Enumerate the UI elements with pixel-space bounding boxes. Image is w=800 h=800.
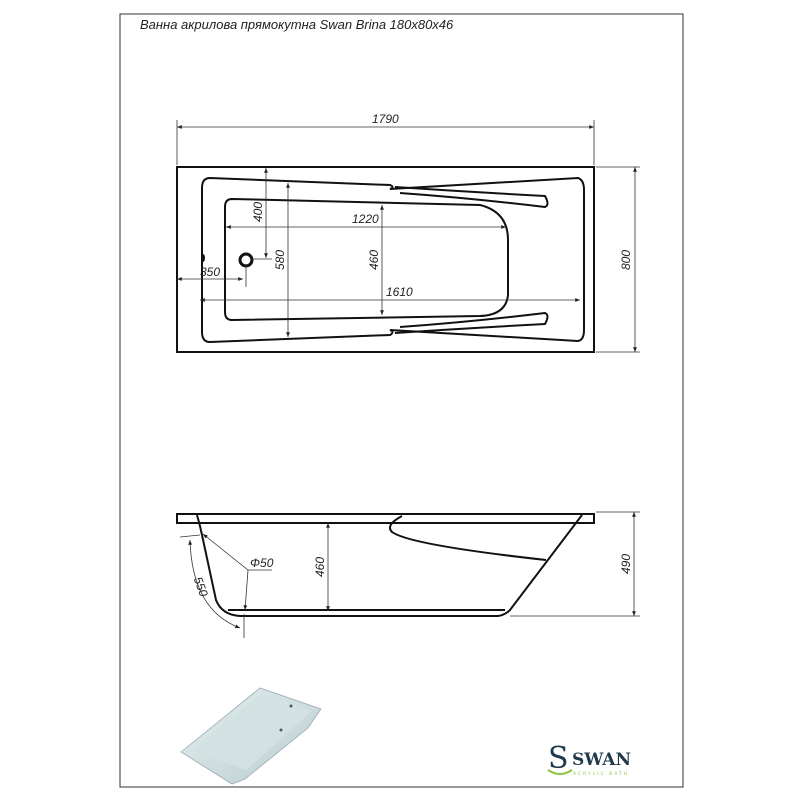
dim-drain-y: 400	[251, 202, 265, 222]
rim-inner-contour	[201, 176, 585, 344]
tub-outline	[176, 166, 595, 353]
armrest-top	[394, 186, 549, 209]
dim-depth: 460	[313, 557, 327, 577]
dim-1610: 1610	[386, 285, 413, 299]
dim-drain-height: 550	[191, 575, 211, 599]
armrest-profile	[389, 515, 547, 561]
dim-width: 800	[619, 250, 633, 270]
svg-text:S: S	[548, 741, 569, 776]
svg-text:SWAN: SWAN	[572, 750, 631, 770]
dim-height: 490	[619, 554, 633, 574]
product-image	[180, 687, 322, 785]
sheet-frame	[119, 13, 684, 788]
dim-1220: 1220	[352, 212, 379, 226]
rim-profile	[176, 513, 595, 524]
overflow-icon	[201, 254, 205, 262]
dim-length: 1790	[372, 112, 399, 126]
basin-bottom	[224, 197, 509, 322]
drawing-title: Ванна акрилова прямокутна Swan Brina 180…	[140, 17, 454, 32]
svg-text:ACRYLIC BATH: ACRYLIC BATH	[573, 771, 629, 777]
dim-drain-diameter: Φ50	[250, 556, 274, 570]
swan-logo: S SWAN ACRYLIC BATH	[547, 741, 631, 777]
dim-580: 580	[273, 250, 287, 270]
side-view: 460 490 Φ50 550	[176, 511, 640, 638]
armrest-bottom	[394, 311, 549, 334]
dim-460: 460	[367, 250, 381, 270]
top-view: 1790 800 400 350 580 460 1220 1610	[176, 112, 640, 353]
dim-drain-x: 350	[200, 265, 220, 279]
